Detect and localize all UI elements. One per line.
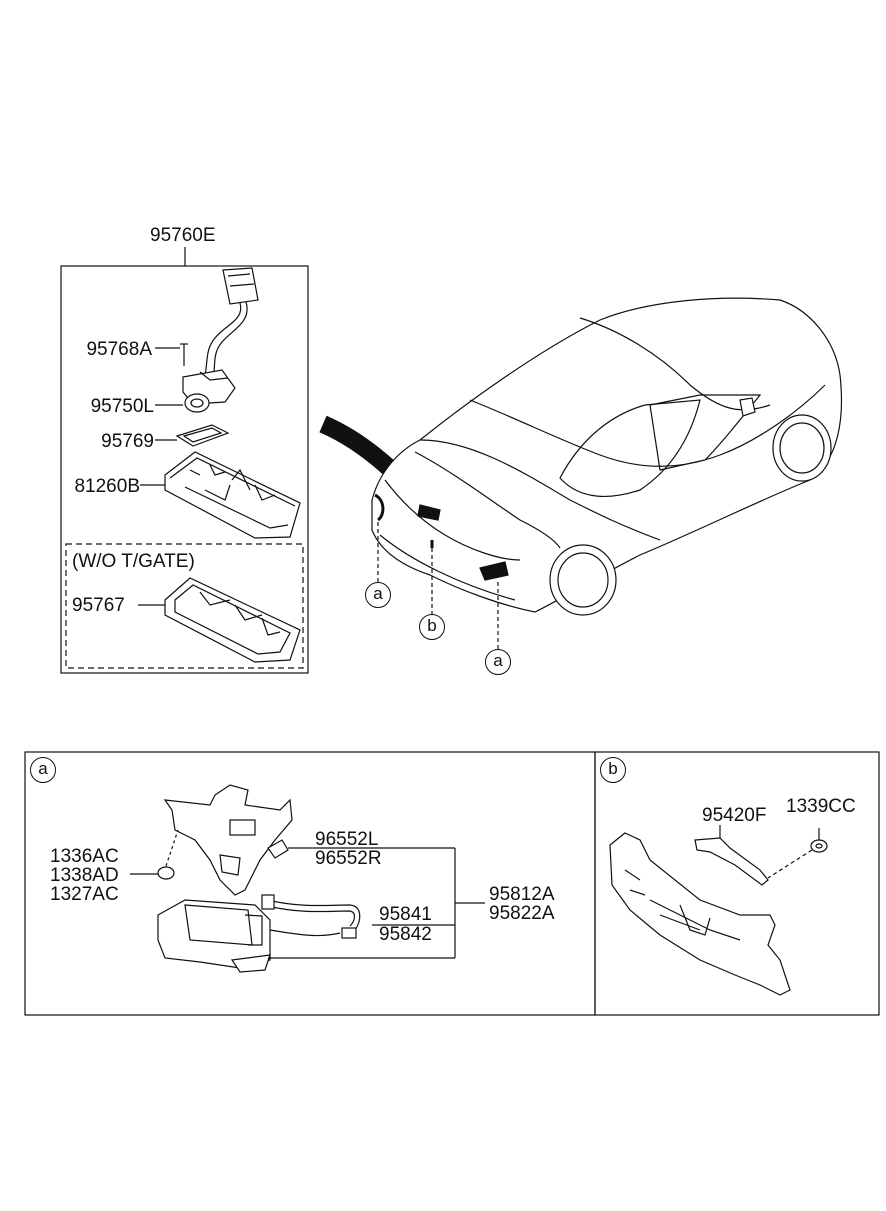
garnish-housing-icon xyxy=(140,451,301,539)
sensor-label-r: 96552R xyxy=(315,848,382,869)
callout-b: b xyxy=(419,614,445,640)
detail-b-box xyxy=(594,751,880,1016)
sensor-connector-icon xyxy=(267,839,485,958)
module-label-2: 95822A xyxy=(489,903,555,924)
bracket-b-label: 95420F xyxy=(702,805,767,826)
part-housing: 81260B xyxy=(74,476,140,497)
rear-panel-icon xyxy=(609,832,791,996)
module-label-1: 95812A xyxy=(489,884,555,905)
bracket-b-icon xyxy=(694,825,769,886)
gasket-icon xyxy=(155,424,230,447)
car-illustration xyxy=(319,297,843,616)
bolt-icon xyxy=(130,829,179,880)
tgate-cover-icon xyxy=(138,577,301,663)
callout-a-left: a xyxy=(365,582,391,608)
camera-harness-icon xyxy=(204,267,259,379)
kit-title: 95760E xyxy=(150,225,216,246)
wo-tgate-box xyxy=(65,543,304,669)
detail-a-marker: a xyxy=(30,757,56,783)
bolt-label-3: 1327AC xyxy=(50,884,119,905)
bolt-label-1: 1336AC xyxy=(50,846,119,867)
wiring-harness-icon xyxy=(261,894,455,959)
nut-label: 1339CC xyxy=(786,796,856,817)
harness-label-1: 95841 xyxy=(379,904,432,925)
harness-label-2: 95842 xyxy=(379,924,432,945)
sensor-label-l: 96552L xyxy=(315,829,379,850)
bracket-icon xyxy=(163,784,293,896)
bolt-label-2: 1338AD xyxy=(50,865,119,886)
nut-icon xyxy=(767,828,828,879)
part-cover: 95767 xyxy=(72,595,125,616)
camera-icon xyxy=(155,369,236,413)
detail-b-marker: b xyxy=(600,757,626,783)
part-screw: 95768A xyxy=(86,339,152,360)
part-gasket: 95769 xyxy=(101,431,154,452)
part-camera: 95750L xyxy=(90,396,154,417)
control-module-icon xyxy=(157,899,271,973)
screw-icon xyxy=(155,343,188,366)
callout-a-right: a xyxy=(485,649,511,675)
wo-tgate-label: (W/O T/GATE) xyxy=(72,551,195,572)
